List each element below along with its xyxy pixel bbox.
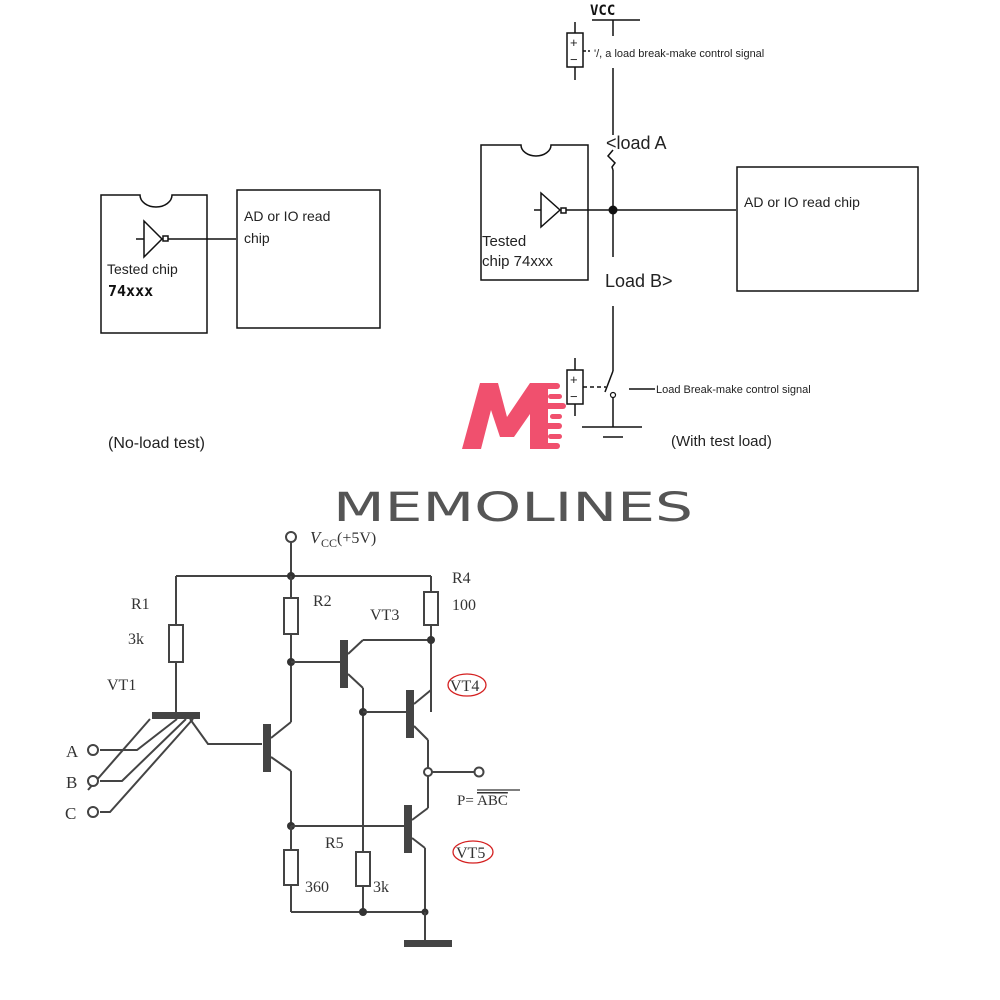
battery-top: + −	[566, 22, 584, 80]
memolines-logo: MEMOLINES	[333, 383, 693, 531]
bottom-control-signal-label: Load Break-make control signal	[656, 384, 811, 396]
r1-value: 3k	[128, 631, 144, 648]
r3-value: 360	[305, 879, 329, 896]
reader-chip-label-2: chip	[244, 230, 270, 246]
transistor-vt3	[340, 640, 348, 688]
battery-plus-sign: +	[570, 35, 578, 50]
junction-dot	[608, 205, 618, 215]
vt5-label: VT5	[456, 845, 485, 862]
vcc-label-top: VCC	[590, 3, 615, 19]
ground-symbol-circuit	[404, 940, 452, 947]
vt5-highlight	[452, 840, 494, 864]
tested-chip-label: Tested chip	[107, 261, 178, 277]
resistor-r3	[283, 849, 299, 886]
resistor-r5	[355, 851, 371, 887]
reader-chip-with-load	[736, 166, 919, 292]
resistor-r1	[168, 624, 184, 663]
battery-plus-sign: +	[570, 372, 578, 387]
transistor-vt2	[263, 724, 271, 772]
battery-minus-sign: −	[570, 389, 578, 404]
tested-chip-label-2: chip 74xxx	[482, 253, 553, 270]
vt1-label: VT1	[107, 677, 136, 694]
load-b-label: Load B>	[605, 271, 673, 291]
with-load-caption: (With test load)	[671, 433, 772, 450]
vt4-label: VT4	[450, 678, 479, 695]
reader-chip-no-load	[236, 189, 381, 329]
ttl-nand-circuit: V CC (+5V) R1 3k VT1 A B C R2	[65, 528, 520, 947]
load-a-label: <load A	[606, 133, 667, 153]
battery-minus-sign: −	[570, 52, 578, 67]
reader-chip-label: AD or IO read chip	[744, 194, 860, 210]
vcc-subscript: CC	[321, 536, 337, 550]
transistor-vt4	[406, 690, 414, 738]
output-terminal[interactable]	[473, 766, 485, 778]
resistor-r4	[423, 591, 439, 626]
input-c-terminal[interactable]	[87, 806, 99, 818]
vcc-terminal	[285, 531, 297, 543]
vt4-highlight	[447, 673, 487, 697]
tested-chip-no-load	[100, 194, 208, 334]
output-label-abc: ABC	[477, 793, 508, 809]
vcc-value: (+5V)	[337, 530, 376, 547]
no-load-test-diagram: Tested chip 74xxx AD or IO read chip (No…	[100, 189, 381, 452]
logo-m-mark	[462, 383, 548, 449]
r4-label: R4	[452, 570, 471, 587]
resistor-r2	[283, 597, 299, 635]
r2-label: R2	[313, 593, 332, 610]
logo-speed-lines	[540, 383, 566, 449]
output-node	[423, 767, 433, 777]
output-label-prefix: P=	[457, 793, 474, 809]
input-b-terminal[interactable]	[87, 775, 99, 787]
battery-bottom: + −	[566, 358, 584, 416]
load-a-resistor	[606, 149, 616, 171]
r1-label: R1	[131, 596, 150, 613]
ground-symbol-top	[582, 426, 642, 438]
input-c-label: C	[65, 804, 76, 823]
load-b-switch	[604, 370, 614, 393]
vcc-symbol: V	[310, 528, 323, 547]
reader-chip-label-1: AD or IO read	[244, 208, 330, 224]
tested-chip-part: 74xxx	[108, 282, 153, 300]
input-b-label: B	[66, 773, 77, 792]
tested-chip-label-1: Tested	[482, 233, 526, 250]
input-a-terminal[interactable]	[87, 744, 99, 756]
no-load-caption: (No-load test)	[108, 435, 205, 452]
r5-value: 3k	[373, 879, 389, 896]
transistor-vt5	[404, 805, 412, 853]
r5-label: R5	[325, 835, 344, 852]
with-load-test-diagram: VCC + − '/, a load break-make control si…	[480, 3, 919, 450]
vt3-label: VT3	[370, 607, 399, 624]
input-a-label: A	[66, 742, 79, 761]
brand-wordmark: MEMOLINES	[333, 485, 693, 531]
top-control-signal-label: '/, a load break-make control signal	[594, 48, 764, 60]
r4-value: 100	[452, 597, 476, 614]
transistor-vt1-base	[152, 712, 200, 719]
